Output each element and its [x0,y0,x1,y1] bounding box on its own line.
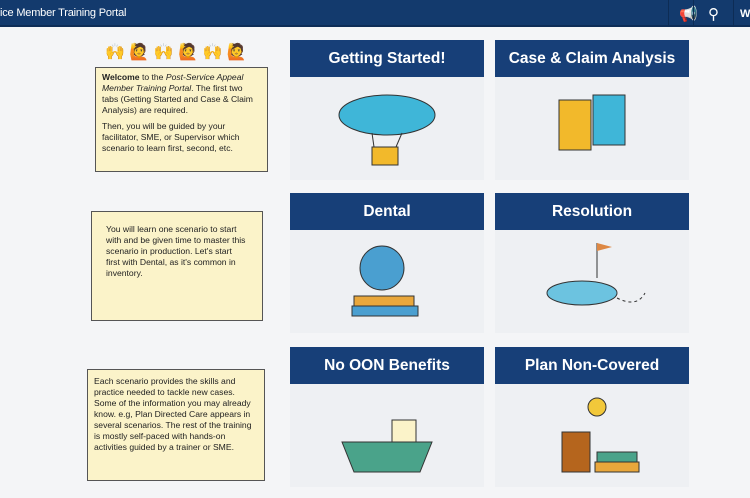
tile-label: Case & Claim Analysis [495,40,689,77]
lightbulb-books-icon [561,397,640,473]
welcome-text-2: . The first two tabs (Getting Started an… [102,83,253,115]
tile-case-claim-analysis[interactable]: Case & Claim Analysis [495,40,689,180]
welcome-text: to the [139,72,166,82]
tile-resolution[interactable]: Resolution [495,193,689,333]
welcome-bold: Welcome [102,72,140,82]
user-menu-button[interactable]: W [733,0,750,27]
boat-icon [341,419,433,473]
tile-label: No OON Benefits [290,347,484,384]
tile-getting-started[interactable]: Getting Started! [290,40,484,180]
tile-label: Resolution [495,193,689,230]
search-button[interactable]: ⚲ [693,0,733,27]
globe-books-icon [351,245,419,317]
puzzle-icon [558,94,626,151]
portal-title: ice Member Training Portal [0,7,127,19]
scenario-note-illustration: You will learn one scenario to start wit… [85,193,280,333]
skills-note: Each scenario provides the skills and pr… [87,369,265,481]
tile-label: Getting Started! [290,40,484,77]
top-navbar: ice Member Training Portal 📢 ⚲ W [0,0,750,27]
tile-dental[interactable]: Dental [290,193,484,333]
tile-no-oon-benefits[interactable]: No OON Benefits [290,347,484,487]
airplane-icon [546,243,646,306]
stick-figures-illustration: 🙌 🙋 🙌 🙋 🙌 🙋 [105,44,247,61]
welcome-note-illustration: 🙌 🙋 🙌 🙋 🙌 🙋 Welcome to the Post-Service … [85,40,280,180]
portal-name: Post-Service Appeal Member Training Port… [102,72,244,93]
welcome-note: Welcome to the Post-Service Appeal Membe… [95,67,268,172]
skills-note-illustration: Each scenario provides the skills and pr… [85,347,280,487]
scenario-note: You will learn one scenario to start wit… [91,211,263,321]
welcome-para-2: Then, you will be guided by your facilit… [102,121,240,153]
tile-label: Plan Non-Covered [495,347,689,384]
search-icon: ⚲ [708,5,719,23]
tile-plan-non-covered[interactable]: Plan Non-Covered [495,347,689,487]
tile-label: Dental [290,193,484,230]
airship-icon [338,94,436,166]
